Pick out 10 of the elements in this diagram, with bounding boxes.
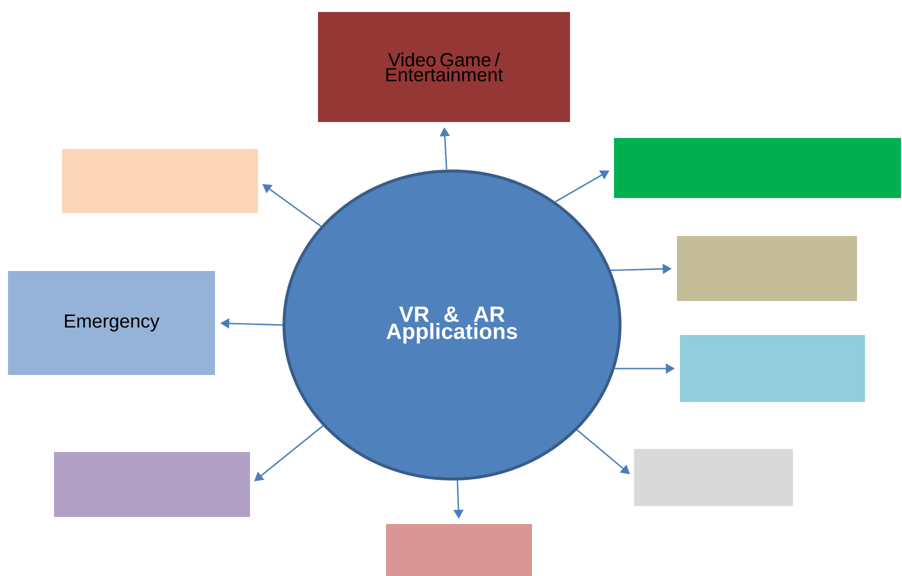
category-box — [634, 449, 793, 506]
category-box — [54, 452, 250, 517]
category-box — [677, 236, 857, 301]
category-box — [680, 335, 865, 402]
category-box: Emergency — [8, 271, 215, 375]
category-box — [614, 138, 901, 198]
category-box — [386, 524, 532, 576]
category-box: Video Game / Entertainment — [318, 12, 570, 122]
arrow — [576, 429, 630, 474]
category-box — [62, 149, 258, 213]
